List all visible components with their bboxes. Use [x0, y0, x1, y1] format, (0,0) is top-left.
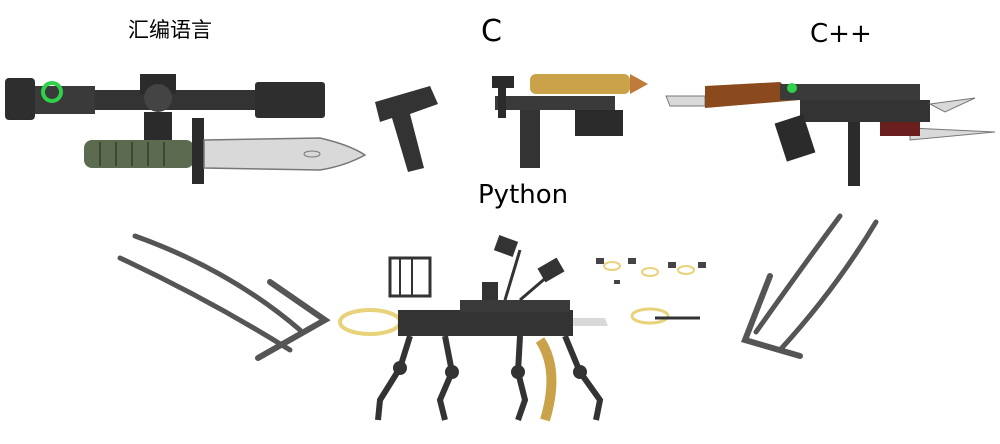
rifle-scope	[5, 74, 325, 142]
c-caption: C	[481, 14, 502, 49]
angled-grip	[375, 86, 438, 172]
left-arrow	[117, 233, 331, 361]
bayonet-knife	[84, 118, 367, 184]
c-parts	[375, 74, 648, 172]
mech-legs	[375, 334, 604, 421]
assembly-caption: 汇编语言	[128, 18, 212, 42]
grip-with-light	[492, 74, 648, 168]
right-arrow	[741, 213, 879, 359]
cpp-caption: C++	[810, 19, 872, 49]
assembly-parts	[5, 74, 367, 184]
cpp-gun	[665, 82, 996, 186]
python-contraption	[338, 235, 706, 422]
python-caption: Python	[478, 180, 569, 210]
scope-green-ring	[41, 81, 63, 103]
